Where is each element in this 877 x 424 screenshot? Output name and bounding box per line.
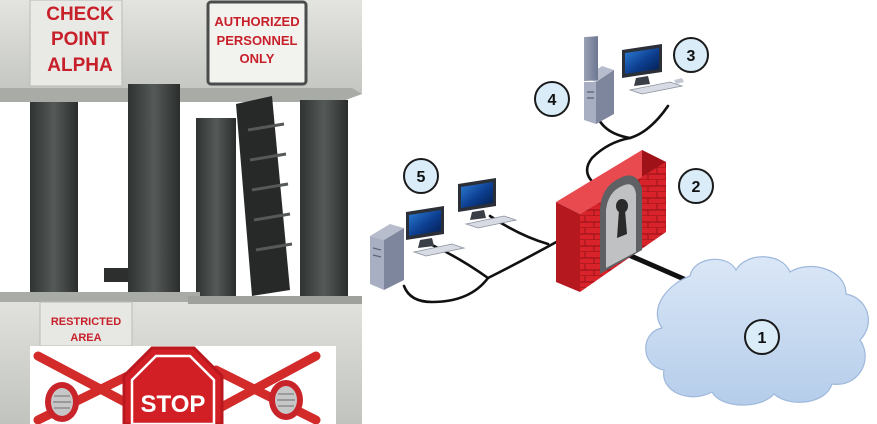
cable-firewall-top: [585, 104, 670, 192]
sign-restricted-line1: RESTRICTED: [51, 316, 121, 328]
sign-check-line3: ALPHA: [47, 55, 113, 76]
stop-barrier-photo: STOP: [30, 346, 336, 424]
network-diagram: 1 2 3 4 5: [370, 36, 869, 406]
keyhole-icon: [616, 199, 628, 213]
svg-text:2: 2: [692, 179, 701, 196]
sign-authorized-line1: AUTHORIZED: [214, 14, 299, 29]
server-icon-lan: [370, 224, 404, 290]
svg-text:5: 5: [417, 169, 426, 186]
firewall-icon: [556, 150, 666, 292]
barrier-lamp-left: [45, 382, 79, 422]
svg-text:3: 3: [687, 48, 696, 65]
badge-firewall: 2: [678, 168, 714, 204]
workstation-icon-lan-right: [458, 178, 518, 229]
cable-pc-mid: [428, 242, 490, 280]
svg-text:1: 1: [758, 330, 767, 347]
sign-check-line2: POINT: [51, 29, 109, 50]
barrier-lamp-right: [269, 380, 303, 420]
cable-server-top: [596, 116, 632, 140]
badge-server-top: 4: [534, 81, 570, 117]
svg-text:4: 4: [548, 92, 557, 109]
stop-sign: [122, 346, 224, 424]
workstation-icon-lan-middle: [406, 206, 466, 257]
server-icon-top: [584, 36, 614, 124]
cable-lan-trunk: [402, 238, 562, 304]
badge-workstation-top: 3: [673, 37, 709, 73]
sign-authorized-line2: PERSONNEL: [217, 33, 298, 48]
sign-restricted-line2: AREA: [70, 332, 101, 344]
stop-sign-text: STOP: [141, 391, 206, 418]
sign-authorized-line3: ONLY: [240, 51, 275, 66]
workstation-icon-top: [622, 44, 684, 95]
sign-check-line1: CHECK: [46, 4, 114, 25]
badge-lan-group: 5: [403, 158, 439, 194]
badge-internet: 1: [744, 319, 780, 355]
